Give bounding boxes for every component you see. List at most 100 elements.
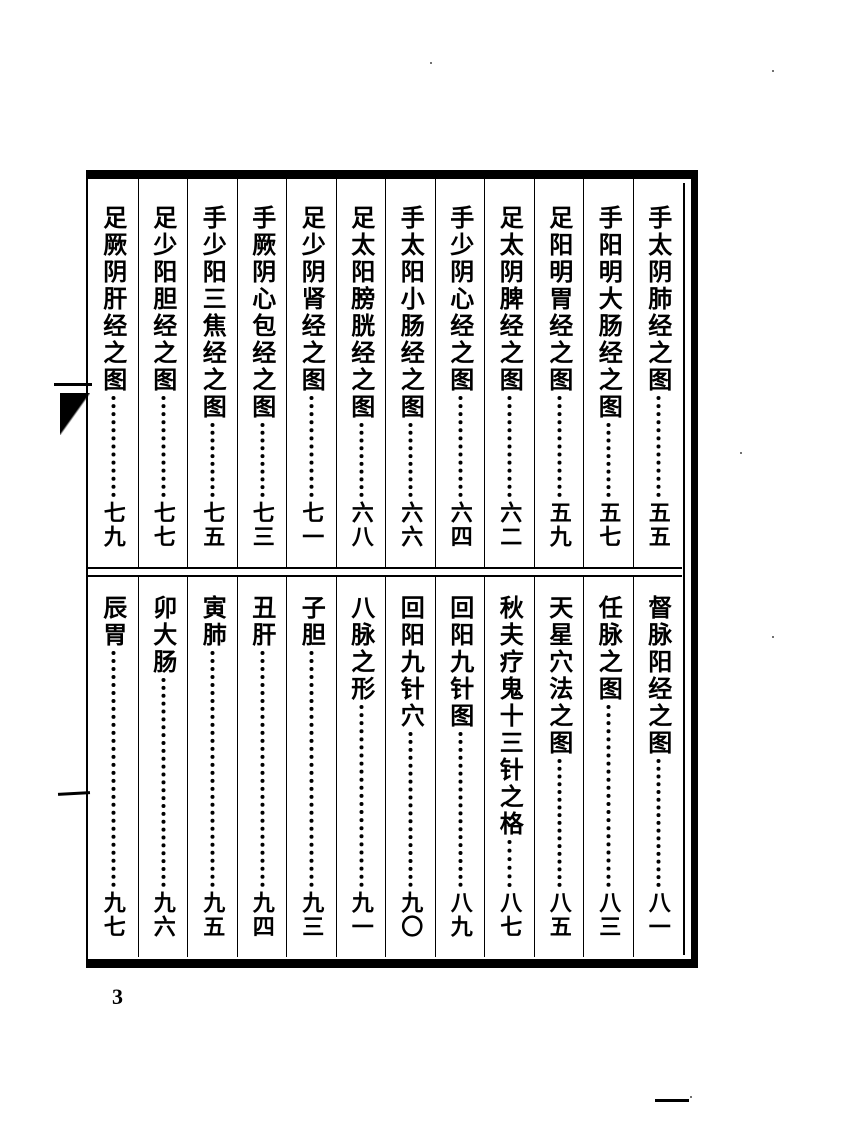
- toc-entry-page: 九七: [99, 891, 126, 939]
- toc-entry-page: 六四: [446, 501, 473, 549]
- toc-entry-page: 八七: [496, 891, 523, 939]
- toc-entry-page: 五五: [644, 501, 671, 549]
- toc-entry: 手少阴心经之图六四: [434, 179, 485, 567]
- leader-dots: [557, 396, 562, 497]
- leader-dots: [606, 423, 611, 497]
- toc-entry-title: 手厥阴心包经之图: [247, 205, 277, 421]
- margin-mark: [54, 383, 92, 386]
- toc-entry: 卯大肠九六: [137, 577, 188, 957]
- leader-dots: [656, 759, 661, 887]
- toc-entry-title: 督脉阳经之图: [643, 595, 673, 757]
- leader-dots: [359, 705, 364, 887]
- toc-entry: 寅肺九五: [187, 577, 237, 957]
- toc-entry-page: 五九: [545, 501, 572, 549]
- toc-entry-page: 五七: [595, 501, 622, 549]
- contents-lower-register: 督脉阳经之图八一任脉之图八三天星穴法之图八五秋夫疗鬼十三针之格八七回阳九针图八九…: [88, 577, 682, 957]
- leader-dots: [260, 423, 265, 497]
- toc-entry-title: 手阳明大肠经之图: [594, 205, 624, 421]
- speck: [740, 452, 742, 454]
- toc-entry-title: 丑肝: [247, 595, 277, 649]
- toc-entry: 丑肝九四: [236, 577, 287, 957]
- toc-entry-page: 六二: [496, 501, 523, 549]
- toc-entry-title: 足厥阴肝经之图: [98, 205, 128, 394]
- toc-entry-page: 九四: [248, 891, 275, 939]
- contents-upper-register: 手太阴肺经之图五五手阳明大肠经之图五七足阳明胃经之图五九足太阴脾经之图六二手少阴…: [88, 179, 682, 567]
- toc-entry-title: 足太阴脾经之图: [495, 205, 525, 394]
- leader-dots: [458, 396, 463, 497]
- toc-entry-title: 回阳九针图: [445, 595, 475, 730]
- leader-dots: [210, 423, 215, 497]
- toc-entry-page: 九五: [199, 891, 226, 939]
- leader-dots: [507, 840, 512, 887]
- toc-entry-page: 七三: [248, 501, 275, 549]
- toc-entry-page: 九三: [298, 891, 325, 939]
- toc-entry-page: 九六: [149, 891, 176, 939]
- leader-dots: [111, 396, 116, 497]
- toc-entry: 足阳明胃经之图五九: [533, 179, 584, 567]
- toc-entry-title: 足阳明胃经之图: [544, 205, 574, 394]
- toc-entry: 足厥阴肝经之图七九: [88, 179, 138, 567]
- toc-entry: 辰胃九七: [88, 577, 138, 957]
- toc-entry: 回阳九针穴九〇: [385, 577, 435, 957]
- toc-entry: 足少阳胆经之图七七: [137, 179, 188, 567]
- leader-dots: [111, 651, 116, 887]
- toc-entry-title: 八脉之形: [346, 595, 376, 703]
- speck: [690, 1096, 692, 1098]
- register-divider: [88, 567, 682, 577]
- toc-entry-title: 足少阳胆经之图: [148, 205, 178, 394]
- toc-entry-title: 足太阳膀胱经之图: [346, 205, 376, 421]
- speck: [772, 70, 774, 72]
- toc-entry-title: 寅肺: [198, 595, 228, 649]
- toc-entry-page: 七九: [99, 501, 126, 549]
- leader-dots: [260, 651, 265, 887]
- toc-entry-page: 八五: [545, 891, 572, 939]
- leader-dots: [606, 705, 611, 887]
- page-number: 3: [112, 984, 123, 1009]
- leader-dots: [656, 396, 661, 497]
- leader-dots: [161, 678, 166, 887]
- leader-dots: [161, 396, 166, 497]
- toc-entry: 手少阳三焦经之图七五: [187, 179, 237, 567]
- toc-entry-page: 六八: [347, 501, 374, 549]
- toc-entry: 八脉之形九一: [335, 577, 386, 957]
- leader-dots: [210, 651, 215, 887]
- toc-entry-title: 手太阳小肠经之图: [396, 205, 426, 421]
- toc-entry: 手阳明大肠经之图五七: [583, 179, 633, 567]
- toc-entry-page: 八一: [644, 891, 671, 939]
- leader-dots: [408, 423, 413, 497]
- toc-entry-page: 七七: [149, 501, 176, 549]
- toc-entry-title: 卯大肠: [148, 595, 178, 676]
- toc-entry: 秋夫疗鬼十三针之格八七: [484, 577, 534, 957]
- toc-entry: 手厥阴心包经之图七三: [236, 179, 287, 567]
- margin-mark: [655, 1099, 689, 1102]
- toc-entry-page: 八三: [595, 891, 622, 939]
- toc-entry-title: 子胆: [297, 595, 327, 649]
- toc-entry-title: 手少阴心经之图: [445, 205, 475, 394]
- toc-entry-page: 七一: [298, 501, 325, 549]
- margin-wedge: [60, 393, 90, 435]
- toc-entry: 足太阴脾经之图六二: [484, 179, 534, 567]
- leader-dots: [557, 759, 562, 887]
- toc-entry-page: 六六: [397, 501, 424, 549]
- toc-entry-page: 八九: [446, 891, 473, 939]
- leader-dots: [458, 732, 463, 887]
- contents-frame: 手太阴肺经之图五五手阳明大肠经之图五七足阳明胃经之图五九足太阴脾经之图六二手少阴…: [86, 170, 698, 968]
- leader-dots: [359, 423, 364, 497]
- toc-entry: 手太阴肺经之图五五: [632, 179, 683, 567]
- toc-entry-title: 秋夫疗鬼十三针之格: [495, 595, 525, 838]
- toc-entry: 足太阳膀胱经之图六八: [335, 179, 386, 567]
- toc-entry: 督脉阳经之图八一: [632, 577, 683, 957]
- toc-entry-title: 足少阴肾经之图: [297, 205, 327, 394]
- toc-entry: 天星穴法之图八五: [533, 577, 584, 957]
- speck: [430, 62, 432, 64]
- leader-dots: [408, 732, 413, 887]
- toc-entry-title: 手少阳三焦经之图: [198, 205, 228, 421]
- toc-entry-title: 任脉之图: [594, 595, 624, 703]
- leader-dots: [309, 651, 314, 887]
- toc-entry: 子胆九三: [286, 577, 336, 957]
- speck: [772, 636, 774, 638]
- toc-entry: 足少阴肾经之图七一: [286, 179, 336, 567]
- toc-entry-page: 九〇: [397, 891, 424, 939]
- toc-entry-title: 辰胃: [98, 595, 128, 649]
- toc-entry-title: 回阳九针穴: [396, 595, 426, 730]
